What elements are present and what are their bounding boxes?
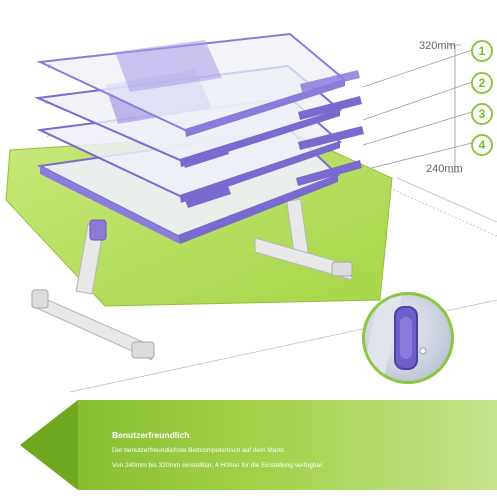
height-level-4-badge: 4 (471, 134, 493, 156)
hinge-detail-zoom (362, 292, 454, 384)
banner-title: Benutzerfreundlich (112, 430, 190, 440)
left-hinge (89, 219, 107, 241)
leader-line-2 (362, 81, 473, 121)
right-foot-bar (254, 237, 353, 281)
left-foot-cap (131, 341, 155, 359)
left-foot-cap-back (31, 289, 49, 309)
hinge-lock-icon (365, 295, 427, 381)
banner-description-line2: Von 240mm bis 320mm einstellbar, 4 Höhen… (112, 462, 324, 469)
tray-level-1: X (36, 32, 360, 137)
leader-line-4 (362, 142, 473, 171)
banner-arrow (20, 400, 497, 490)
svg-text:X: X (47, 168, 51, 174)
svg-text:X: X (47, 133, 51, 139)
depth-guide-line-2 (396, 177, 497, 223)
leader-line-3 (362, 111, 473, 146)
height-level-3-badge: 3 (471, 103, 493, 125)
min-height-label: 240mm (426, 163, 463, 175)
max-height-label: 320mm (419, 40, 456, 52)
svg-text:X: X (48, 64, 52, 70)
table-legs (31, 198, 353, 361)
banner-description-line1: Der benutzerfreundlichste Bettcomputerti… (112, 447, 286, 454)
dimension-leaders (362, 44, 473, 173)
svg-text:X: X (45, 100, 49, 106)
leader-line-1 (362, 49, 473, 88)
height-level-1-badge: 1 (471, 40, 493, 62)
height-level-2-badge: 2 (471, 72, 493, 94)
right-foot-cap (331, 261, 353, 277)
